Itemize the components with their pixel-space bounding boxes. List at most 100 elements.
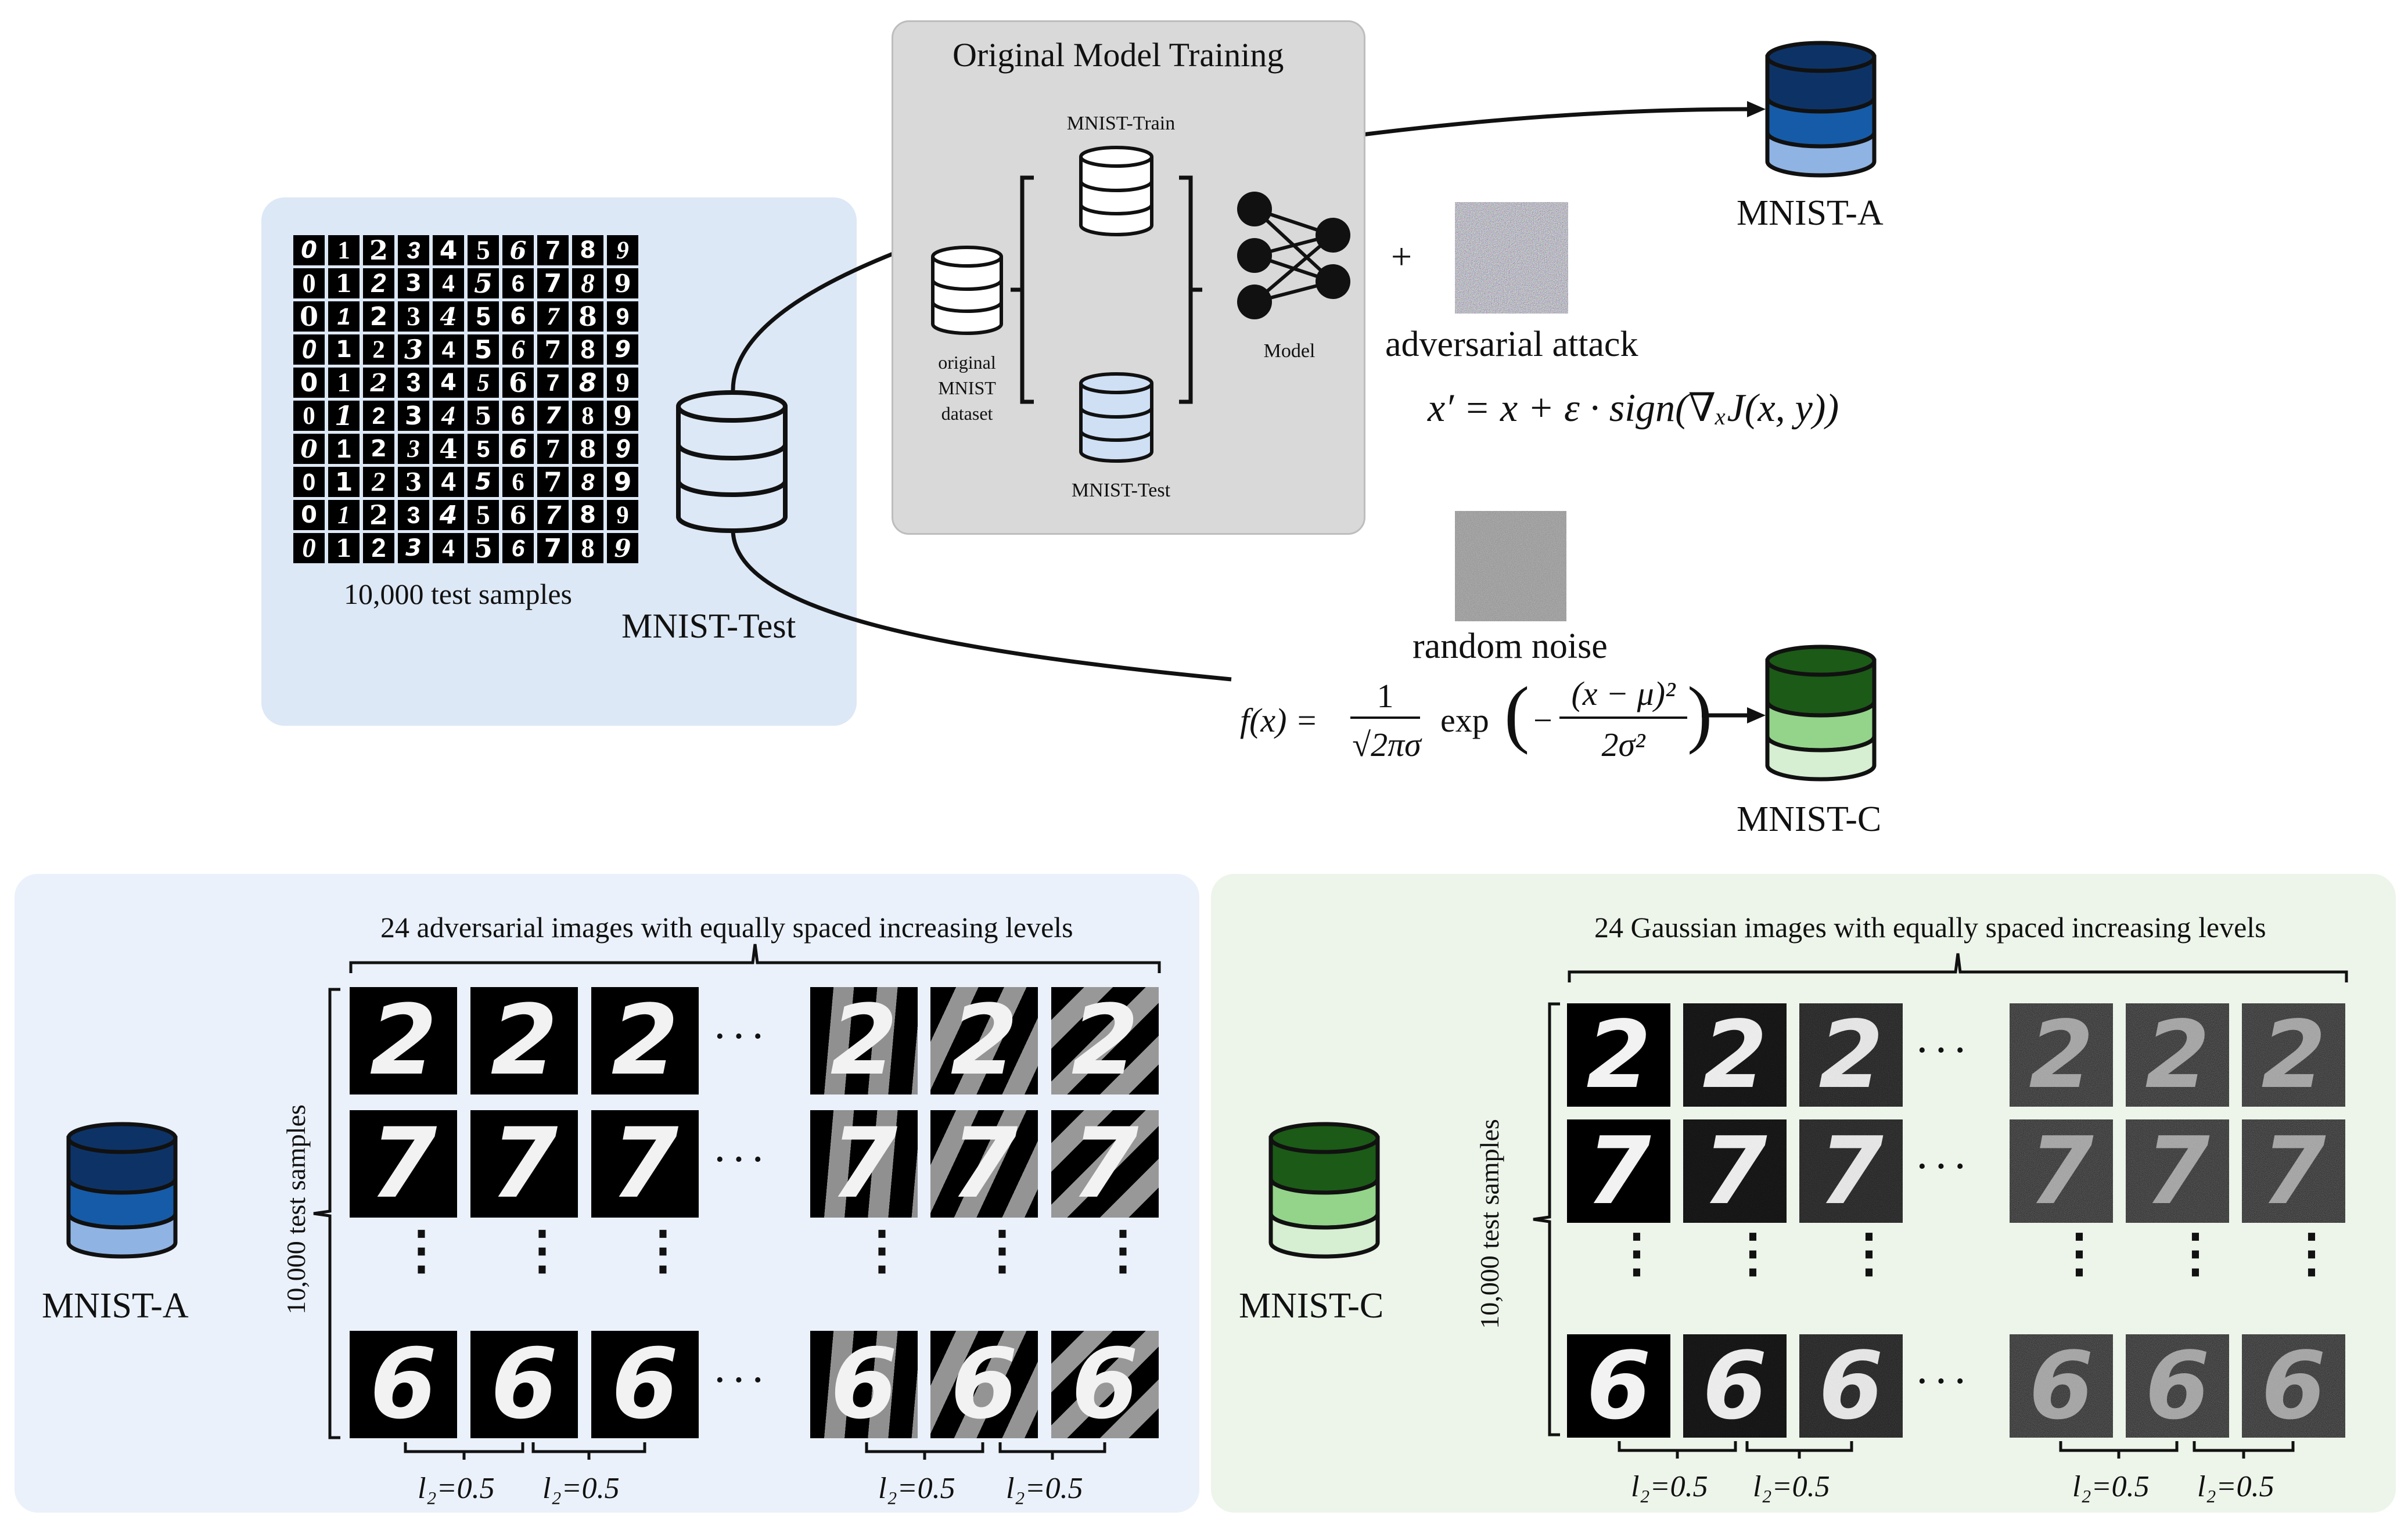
adversarial-sample-image: 6 <box>591 1331 699 1438</box>
adversarial-sample-image: 2 <box>470 987 578 1094</box>
digit-tile: 8 <box>572 301 603 332</box>
gaussian-formula-lhs: f(x) = <box>1240 701 1318 739</box>
vertical-ellipsis: ⋮ <box>1611 1225 1663 1283</box>
adversarial-sample-image: 7 <box>591 1110 699 1218</box>
adversarial-digit-glyph: 6 <box>490 1331 558 1438</box>
horizontal-ellipsis: · · · <box>714 1018 764 1054</box>
gaussian-noise-overlay <box>1683 1334 1787 1438</box>
mnist-test-split-database-icon <box>1079 372 1153 463</box>
digit-tile: 9 <box>607 334 638 365</box>
digit-tile: 5 <box>468 235 499 265</box>
gaussian-heading: 24 Gaussian images with equally spaced i… <box>1594 911 2266 944</box>
digit-tile: 2 <box>363 268 394 298</box>
digit-tile: 6 <box>502 268 534 298</box>
l2-distance-label: l₂=0.5 <box>418 1472 495 1505</box>
digit-tile: 0 <box>293 268 325 298</box>
digit-tile: 6 <box>502 301 534 332</box>
horizontal-ellipsis: · · · <box>714 1362 764 1398</box>
gaussian-formula-inner-den: 2σ² <box>1601 726 1645 764</box>
gaussian-noise-overlay <box>2010 1334 2113 1438</box>
original-dataset-label-2: MNIST <box>938 377 996 398</box>
digit-tile: 5 <box>468 334 499 365</box>
digit-tile: 9 <box>607 301 638 332</box>
digit-tile: 8 <box>572 368 603 398</box>
gaussian-noise-overlay <box>2126 1334 2229 1438</box>
digit-tile: 0 <box>293 301 325 332</box>
digit-tile: 8 <box>572 235 603 265</box>
digit-tile: 9 <box>607 533 638 563</box>
digit-tile: 3 <box>398 268 429 298</box>
digit-tile: 4 <box>433 500 464 530</box>
digit-tile: 6 <box>502 467 534 497</box>
l2-distance-label: l₂=0.5 <box>1753 1470 1830 1503</box>
adversarial-digit-glyph: 2 <box>369 987 437 1094</box>
digit-tile: 4 <box>433 235 464 265</box>
digit-tile: 3 <box>398 434 429 464</box>
adversarial-noise-image <box>1455 202 1568 314</box>
l2-distance-label: l₂=0.5 <box>2072 1470 2150 1503</box>
digit-tile: 8 <box>572 401 603 431</box>
fraction-bar <box>1350 717 1420 719</box>
digit-tile: 0 <box>293 368 325 398</box>
mnist-train-database-icon <box>1079 146 1153 236</box>
digit-tile: 1 <box>328 500 360 530</box>
gaussian-sample-image: 6 <box>2242 1334 2345 1438</box>
fgsm-formula: x′ = x + ε · sign(∇ₓJ(x, y)) <box>1428 386 1839 430</box>
plus-sign: + <box>1391 236 1413 277</box>
digit-tile: 9 <box>607 500 638 530</box>
adversarial-sample-image: 2 <box>350 987 457 1094</box>
mnist-train-label: MNIST-Train <box>1066 113 1176 134</box>
digit-tile: 8 <box>572 268 603 298</box>
horizontal-ellipsis: · · · <box>1917 1032 1966 1068</box>
gaussian-noise-overlay <box>1683 1119 1787 1223</box>
l2-distance-label: l₂=0.5 <box>1631 1470 1708 1503</box>
original-dataset-label-1: original <box>938 352 996 373</box>
vertical-ellipsis: ⋮ <box>1843 1225 1895 1283</box>
digit-tile: 0 <box>293 434 325 464</box>
digit-tile: 7 <box>537 235 569 265</box>
digit-tile: 3 <box>398 235 429 265</box>
vertical-ellipsis: ⋮ <box>1097 1222 1149 1280</box>
digit-tile: 9 <box>607 268 638 298</box>
adversarial-heading: 24 adversarial images with equally space… <box>380 911 1073 944</box>
digit-tile: 1 <box>328 400 360 431</box>
mnist-a-top-label: MNIST-A <box>1737 193 1884 233</box>
gaussian-formula-exp: exp <box>1440 701 1489 739</box>
digit-tile: 6 <box>502 500 534 530</box>
digit-tile: 5 <box>468 368 499 398</box>
gaussian-noise-overlay <box>2126 1003 2229 1107</box>
random-noise-image <box>1455 511 1566 621</box>
gaussian-sample-image: 6 <box>2010 1334 2113 1438</box>
digit-tile: 5 <box>468 532 499 564</box>
inner-fraction-bar <box>1559 717 1687 719</box>
digit-tile: 2 <box>363 434 394 464</box>
gaussian-sample-image: 7 <box>1567 1119 1670 1223</box>
l2-distance-label: l₂=0.5 <box>542 1472 620 1505</box>
adversarial-digit-glyph: 7 <box>950 1110 1018 1218</box>
digit-tile: 6 <box>502 235 534 265</box>
digit-tile: 2 <box>363 401 394 431</box>
digit-tile: 3 <box>398 301 429 332</box>
digit-tile: 4 <box>433 533 464 563</box>
digit-tile: 7 <box>537 368 569 398</box>
adversarial-digit-glyph: 6 <box>830 1331 898 1438</box>
gaussian-sample-image: 2 <box>1799 1003 1903 1107</box>
gaussian-noise-overlay <box>2010 1119 2113 1223</box>
digit-tile: 3 <box>398 334 429 365</box>
gaussian-sample-image: 7 <box>2126 1119 2229 1223</box>
gaussian-sample-image: 6 <box>1683 1334 1787 1438</box>
vertical-ellipsis: ⋮ <box>2285 1225 2338 1283</box>
digit-tile: 0 <box>293 401 325 431</box>
digit-tile: 0 <box>293 235 325 265</box>
gaussian-sample-image: 7 <box>2010 1119 2113 1223</box>
adversarial-sample-image: 7 <box>1051 1110 1159 1218</box>
gaussian-noise-overlay <box>2242 1003 2345 1107</box>
gaussian-noise-overlay <box>2010 1003 2113 1107</box>
adversarial-digit-glyph: 2 <box>1071 987 1139 1094</box>
gaussian-noise-overlay <box>1799 1003 1903 1107</box>
adversarial-digit-glyph: 7 <box>611 1110 679 1218</box>
gaussian-sample-image: 2 <box>1567 1003 1670 1107</box>
digit-tile: 2 <box>363 533 394 563</box>
vertical-ellipsis: ⋮ <box>2053 1225 2105 1283</box>
